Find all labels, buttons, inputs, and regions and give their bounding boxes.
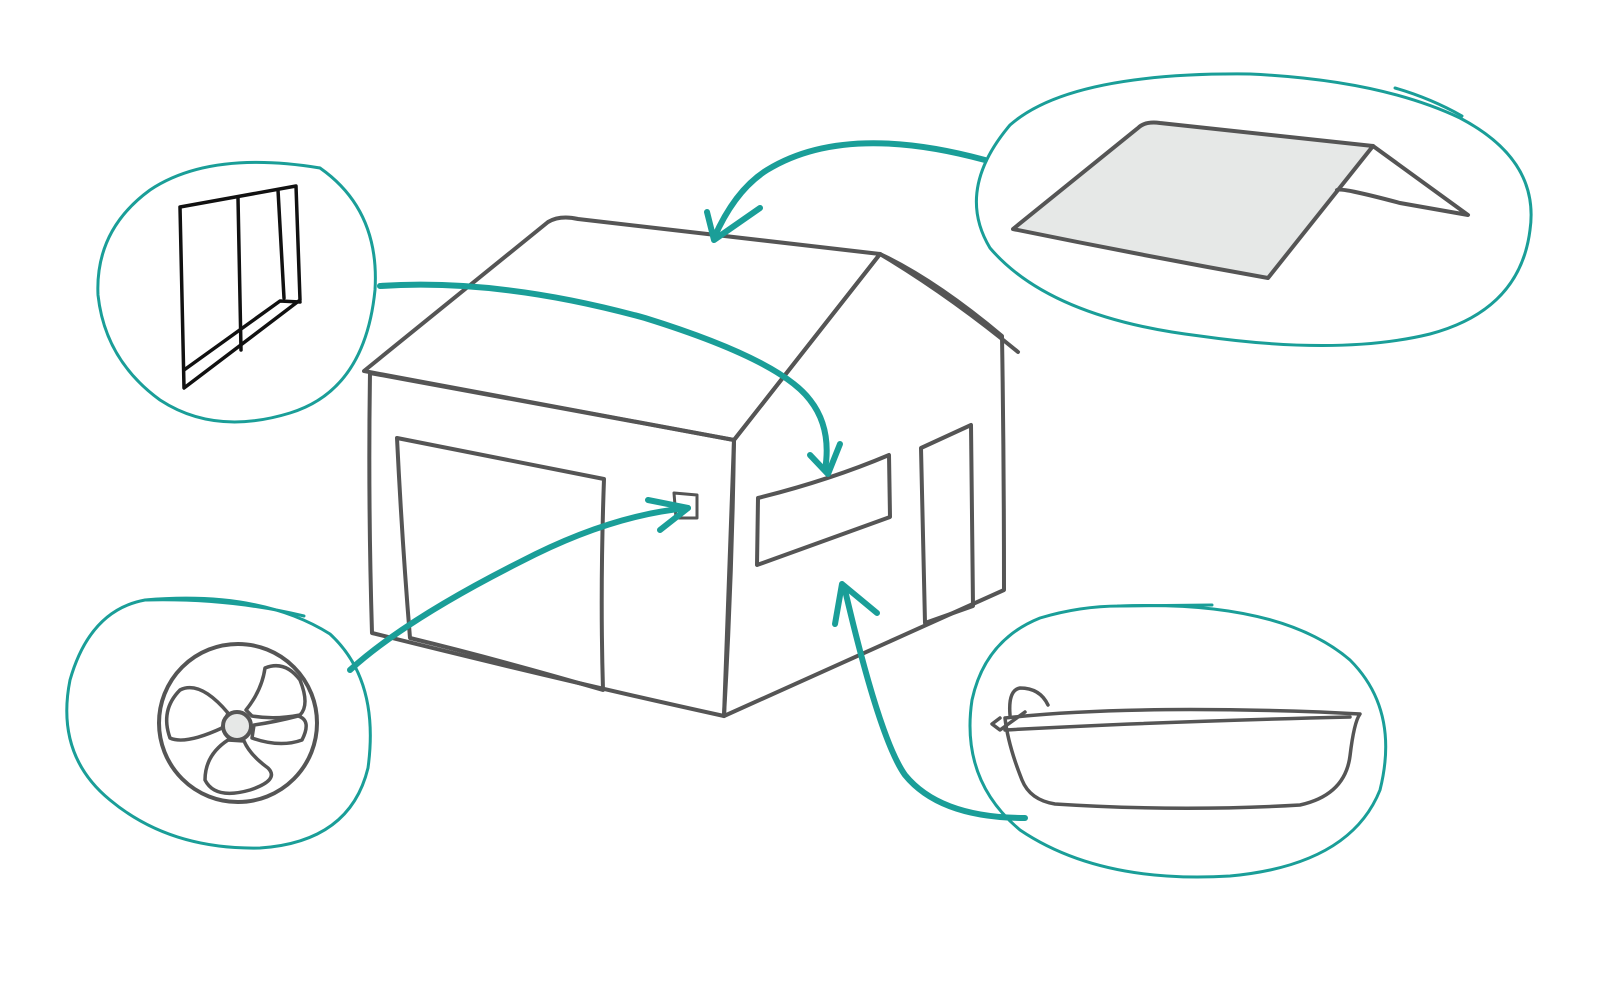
connector-arrows (347, 140, 1028, 821)
window-arrowhead (807, 441, 843, 477)
tray-arrow (842, 587, 1028, 821)
tray-arrowhead (832, 581, 880, 627)
roof-ridge-edge (878, 252, 1020, 354)
front-wall (367, 371, 736, 718)
fan-blade (164, 685, 230, 742)
fan-arrow (347, 505, 691, 673)
tray-callout (968, 603, 1388, 879)
tray-callout-tail (1116, 603, 1214, 608)
fan-icon (157, 642, 319, 804)
roof-arrowhead (704, 205, 763, 243)
fan-blade (250, 714, 308, 746)
window-callout (96, 160, 377, 424)
side-door[interactable] (919, 423, 975, 625)
building (362, 215, 1020, 718)
fan-callout-bubble (65, 596, 372, 850)
roof-left-slope (362, 215, 882, 442)
window-arrow (377, 281, 830, 473)
fan-hub (221, 710, 253, 742)
roof-callout-bubble (974, 72, 1533, 347)
front-door[interactable] (395, 436, 606, 692)
roof-panel-icon (1011, 120, 1470, 280)
fan-blade (203, 738, 274, 796)
roof-callout (974, 72, 1533, 347)
roof-arrow (711, 140, 988, 241)
fan-callout-tail (144, 598, 306, 618)
fan-blade (244, 664, 307, 720)
window-icon (178, 184, 302, 390)
gable-wall (722, 252, 1006, 718)
roof-callout-tail (1393, 86, 1464, 118)
window-callout-bubble (96, 160, 377, 424)
tray-icon (990, 686, 1362, 811)
fan-callout (65, 596, 372, 850)
gable-window[interactable] (755, 453, 892, 567)
fan-arrowhead (645, 497, 691, 533)
tray-callout-bubble (968, 604, 1388, 879)
